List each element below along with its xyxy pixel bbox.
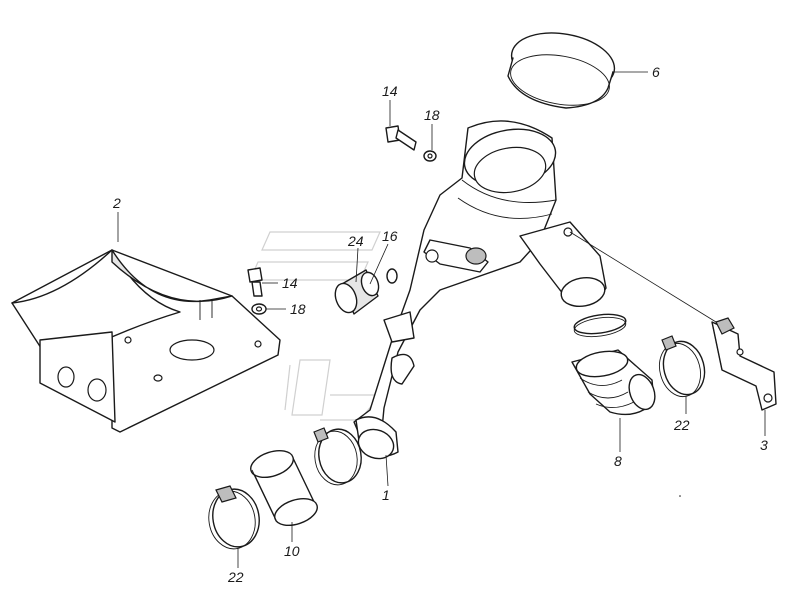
callout-18-lower: 18	[290, 301, 306, 317]
part-1-intake-pipe	[353, 120, 607, 460]
callout-10: 10	[284, 543, 300, 559]
part-22-clamp-right	[659, 335, 706, 398]
callout-3: 3	[760, 437, 768, 453]
part-2-heat-shield	[11, 249, 281, 433]
part-10-sleeve	[250, 450, 318, 526]
watermark-logo	[249, 231, 382, 421]
callout-6: 6	[652, 64, 660, 80]
part-3-bracket	[711, 317, 777, 411]
callout-22-right: 22	[673, 417, 690, 433]
callout-18-upper: 18	[424, 107, 440, 123]
part-6-cap	[507, 32, 616, 109]
part-14-bolt-lower	[247, 267, 263, 297]
part-22-clamp-middle	[313, 427, 362, 486]
leader-lines	[117, 71, 766, 568]
part-22-clamp-left	[208, 485, 260, 550]
part-22-clamp-elbow	[573, 313, 627, 338]
callout-8: 8	[614, 453, 622, 469]
callout-16: 16	[382, 228, 398, 244]
part-16-washer	[386, 268, 398, 284]
speck	[679, 495, 681, 497]
callout-22-bottom: 22	[227, 569, 244, 585]
callout-14-upper: 14	[382, 83, 398, 99]
part-18-washer-upper	[423, 150, 437, 162]
part-18-washer-lower	[251, 303, 267, 315]
callout-24: 24	[347, 233, 364, 249]
callout-1: 1	[382, 487, 390, 503]
callout-labels: 1 2 3 6 8 10 14 14 16 18 18 22 22 24	[112, 64, 768, 585]
part-8-elbow-hose	[571, 349, 656, 416]
callout-14-lower: 14	[282, 275, 298, 291]
part-14-bolt-upper	[385, 125, 417, 151]
callout-2: 2	[112, 195, 121, 211]
